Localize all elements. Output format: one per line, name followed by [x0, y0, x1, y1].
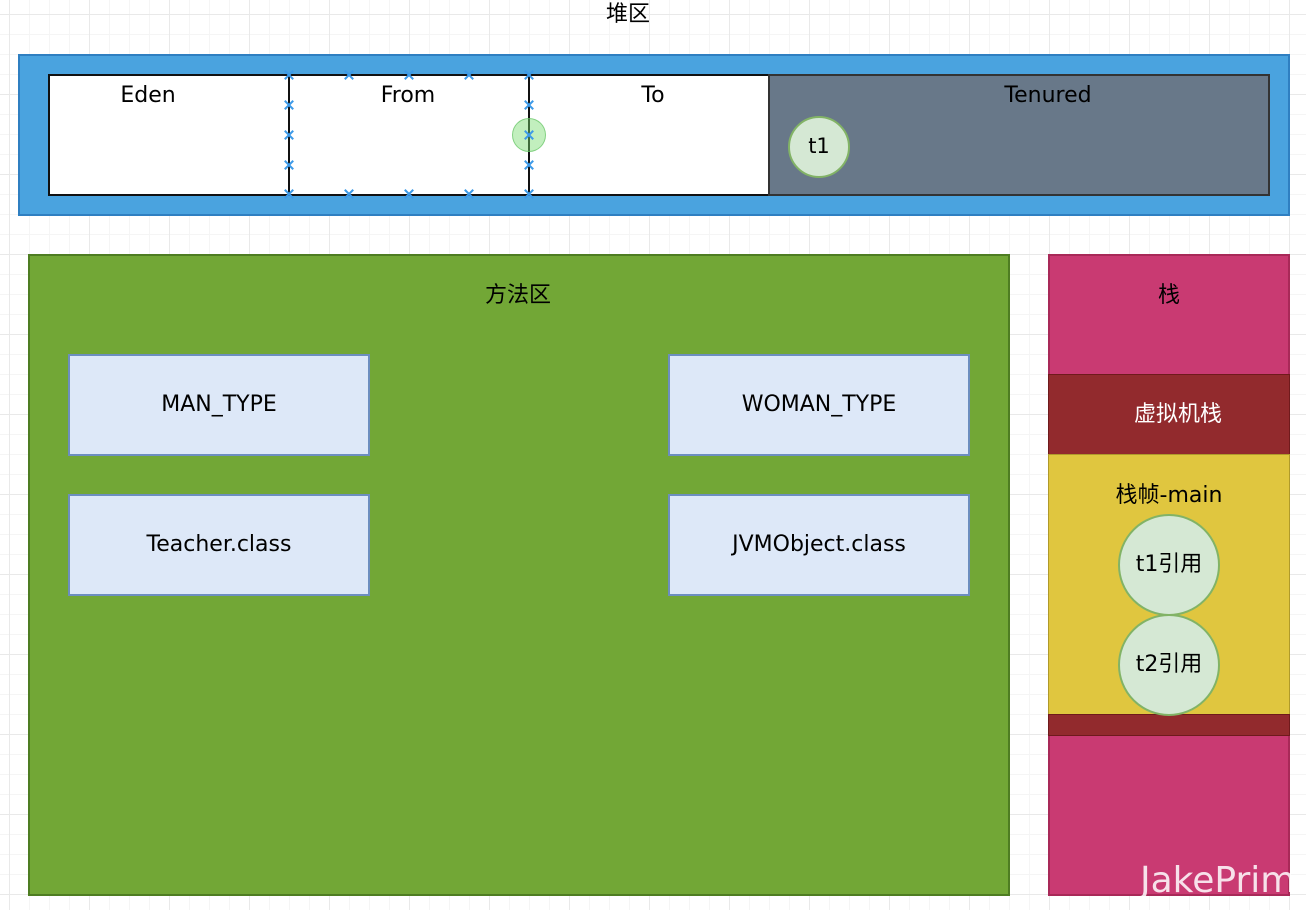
connection-marker[interactable] [524, 189, 534, 199]
connection-marker[interactable] [464, 189, 474, 199]
from-label: From [380, 83, 436, 108]
t1-object-node[interactable] [788, 116, 850, 178]
man-type-node[interactable] [68, 354, 370, 456]
connection-marker[interactable] [284, 100, 294, 110]
connection-marker[interactable] [284, 189, 294, 199]
tenured-region[interactable] [768, 74, 1270, 196]
t2-reference-label: t2引用 [1135, 652, 1203, 677]
t2-reference-node[interactable] [1118, 614, 1220, 716]
t1-object-label: t1 [808, 134, 830, 158]
jvmobject-class-node[interactable] [668, 494, 970, 596]
connection-marker[interactable] [284, 160, 294, 170]
jvmobject-class-label: JVMObject.class [732, 532, 906, 557]
connection-marker[interactable] [344, 70, 354, 80]
woman-type-label: WOMAN_TYPE [741, 392, 897, 417]
heap-title: 堆区 [605, 2, 650, 27]
t1-reference-label: t1引用 [1135, 552, 1203, 577]
tenured-label: Tenured [1004, 83, 1092, 108]
connection-marker[interactable] [524, 130, 534, 140]
connection-marker[interactable] [344, 189, 354, 199]
to-label: To [641, 83, 665, 108]
stack-frame-bottom-band[interactable] [1048, 714, 1290, 736]
connection-marker[interactable] [524, 70, 534, 80]
t1-reference-node[interactable] [1118, 514, 1220, 616]
man-type-label: MAN_TYPE [161, 392, 277, 417]
watermark-text: JakePrim [1140, 860, 1296, 901]
young-generation-box[interactable] [48, 74, 770, 196]
connection-marker[interactable] [284, 130, 294, 140]
teacher-class-node[interactable] [68, 494, 370, 596]
main-stack-frame-label: 栈帧-main [1115, 483, 1223, 508]
connection-marker[interactable] [404, 70, 414, 80]
stack-title: 栈 [1157, 283, 1180, 308]
vm-stack-label: 虚拟机栈 [1133, 402, 1222, 427]
connection-marker[interactable] [464, 70, 474, 80]
connection-marker[interactable] [404, 189, 414, 199]
connection-marker[interactable] [524, 160, 534, 170]
woman-type-node[interactable] [668, 354, 970, 456]
method-area-title: 方法区 [484, 283, 551, 308]
teacher-class-label: Teacher.class [146, 532, 292, 557]
eden-label: Eden [120, 83, 176, 108]
connection-marker[interactable] [524, 100, 534, 110]
connection-marker[interactable] [284, 70, 294, 80]
